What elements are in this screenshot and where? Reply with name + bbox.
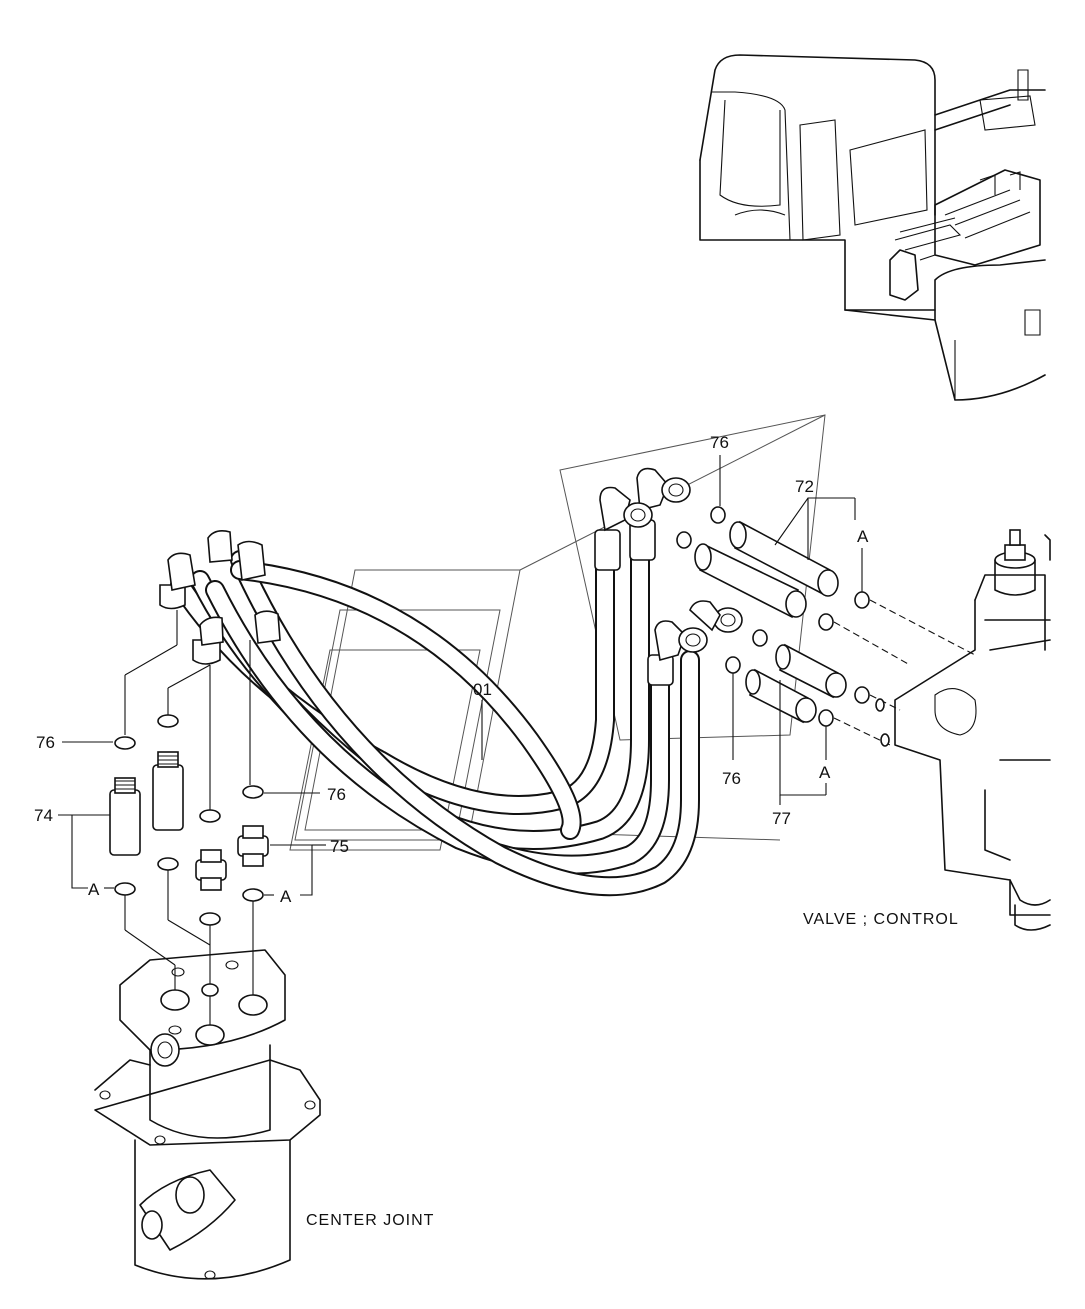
label-76-left: 76 xyxy=(36,733,55,752)
right-fittings xyxy=(676,506,976,746)
part-labels: 76 72 A 01 76 76 A 76 74 77 75 A A VALVE… xyxy=(34,433,959,1229)
label-a-top-right: A xyxy=(857,527,869,546)
label-a-mid: A xyxy=(280,887,292,906)
left-fittings xyxy=(109,610,269,1035)
label-76-top: 76 xyxy=(710,433,729,452)
hose-elbows-left xyxy=(159,530,281,665)
caption-center-joint: CENTER JOINT xyxy=(306,1212,434,1229)
label-74: 74 xyxy=(34,806,53,825)
label-77: 77 xyxy=(772,809,791,828)
label-a-left: A xyxy=(88,880,100,899)
label-76-mid: 76 xyxy=(327,785,346,804)
label-76-right: 76 xyxy=(722,769,741,788)
hose-elbows-right xyxy=(594,467,743,686)
leader-lines xyxy=(58,455,863,896)
caption-valve-control: VALVE ; CONTROL xyxy=(803,911,959,928)
excavator-inset xyxy=(699,54,1046,401)
label-75: 75 xyxy=(330,837,349,856)
control-valve xyxy=(875,529,1051,931)
label-01: 01 xyxy=(473,680,492,699)
label-72: 72 xyxy=(795,477,814,496)
center-joint xyxy=(94,949,321,1280)
label-a-bottom-right: A xyxy=(819,763,831,782)
hoses-01 xyxy=(170,520,700,897)
